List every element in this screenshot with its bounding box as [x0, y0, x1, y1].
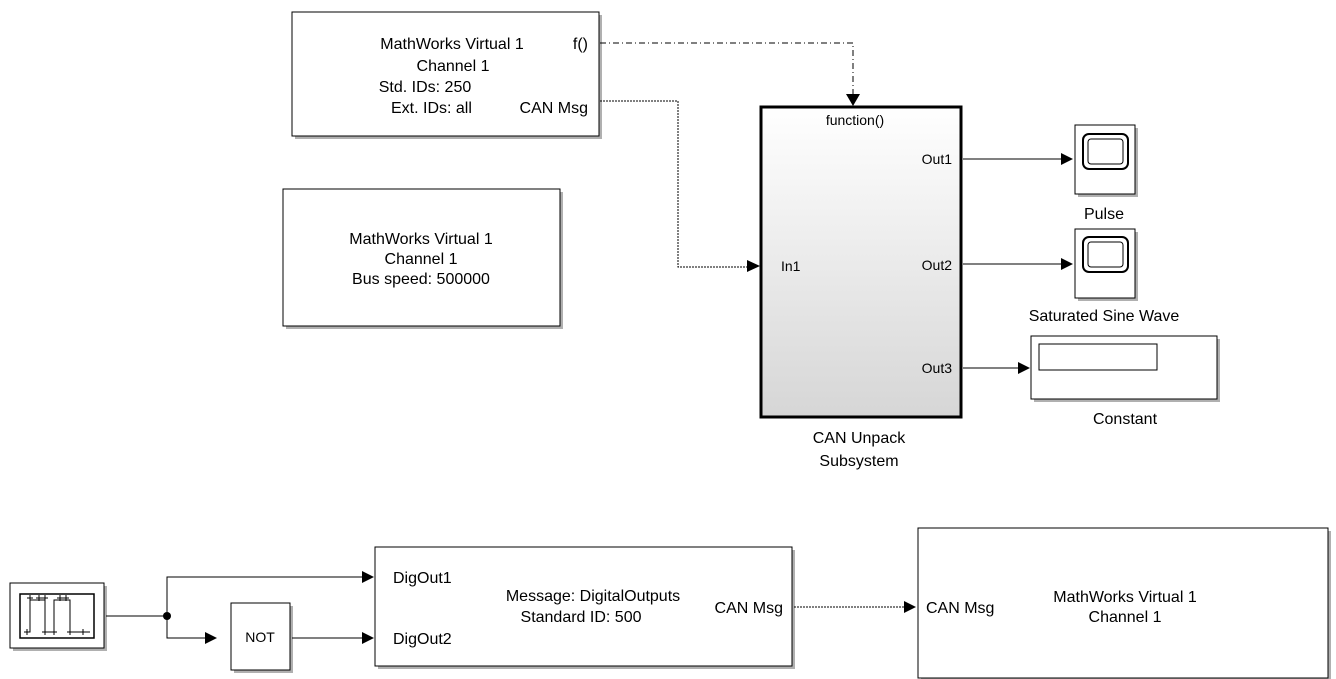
config-line-3: Bus speed: 500000	[352, 271, 490, 288]
digout2-arrowhead	[362, 632, 374, 644]
display-block[interactable]	[1030, 335, 1220, 402]
subsystem-in1-label: In1	[781, 258, 801, 274]
can-msg-bus-line-top[interactable]	[600, 100, 748, 268]
transmit-arrowhead	[904, 601, 916, 613]
scope-screen-icon	[1082, 133, 1129, 170]
receive-line-4: Ext. IDs: all	[391, 100, 472, 117]
in1-arrowhead	[747, 260, 760, 272]
can-receive-block[interactable]: MathWorks Virtual 1 Channel 1 Std. IDs: …	[291, 11, 602, 139]
pack-digout1-label: DigOut1	[393, 570, 452, 587]
pulse-arrowhead	[1061, 153, 1073, 165]
scope-screen-icon	[1082, 236, 1129, 273]
subsystem-out1-label: Out1	[922, 151, 953, 167]
pack-digout2-label: DigOut2	[393, 631, 452, 648]
can-pack-block[interactable]: DigOut1 DigOut2 Message: DigitalOutputs …	[374, 546, 795, 669]
can-unpack-subsystem[interactable]: function() In1 Out1 Out2 Out3	[759, 105, 963, 419]
digout1-signal-line[interactable]	[166, 576, 362, 616]
sine-arrowhead	[1061, 258, 1073, 270]
digout1-arrowhead	[362, 571, 374, 583]
trigger-arrowhead	[846, 94, 860, 106]
not-label: NOT	[245, 629, 275, 645]
can-transmit-block[interactable]: CAN Msg MathWorks Virtual 1 Channel 1	[917, 527, 1331, 679]
can-configuration-block[interactable]: MathWorks Virtual 1 Channel 1 Bus speed:…	[282, 188, 563, 329]
pulse-label: Pulse	[1084, 206, 1124, 223]
not-block[interactable]: NOT	[230, 602, 293, 673]
receive-line-2: Channel 1	[417, 58, 490, 75]
not-input-signal-line[interactable]	[166, 616, 205, 639]
pulse-wave-icon	[19, 593, 95, 639]
display-readout	[1038, 343, 1158, 371]
receive-msg-port: CAN Msg	[520, 100, 588, 117]
subsystem-name-line-1: CAN Unpack	[813, 430, 906, 447]
receive-line-3: Std. IDs: 250	[379, 79, 472, 96]
transmit-line-1: MathWorks Virtual 1	[1053, 589, 1197, 606]
saturated-sine-wave-label: Saturated Sine Wave	[1029, 308, 1180, 325]
subsystem-out3-label: Out3	[922, 360, 953, 376]
subsystem-out2-label: Out2	[922, 257, 953, 273]
pulse-generator-block[interactable]	[9, 582, 107, 651]
constant-label: Constant	[1093, 411, 1158, 428]
sine-scope-block[interactable]	[1074, 228, 1138, 301]
config-line-2: Channel 1	[385, 251, 458, 268]
pulse-scope-block[interactable]	[1074, 124, 1138, 197]
subsystem-trigger-label: function()	[826, 112, 884, 128]
pack-message-line: Message: DigitalOutputs	[506, 588, 680, 605]
receive-trigger-port: f()	[573, 36, 588, 53]
transmit-line-2: Channel 1	[1089, 609, 1162, 626]
transmit-can-msg-port: CAN Msg	[926, 600, 994, 617]
display-arrowhead	[1018, 362, 1030, 374]
trigger-signal-line[interactable]	[600, 42, 854, 94]
pack-can-msg-port: CAN Msg	[715, 600, 783, 617]
pack-id-line: Standard ID: 500	[521, 609, 642, 626]
receive-line-1: MathWorks Virtual 1	[380, 36, 524, 53]
config-line-1: MathWorks Virtual 1	[349, 231, 493, 248]
subsystem-name-line-2: Subsystem	[819, 453, 898, 470]
not-arrowhead	[205, 632, 217, 644]
